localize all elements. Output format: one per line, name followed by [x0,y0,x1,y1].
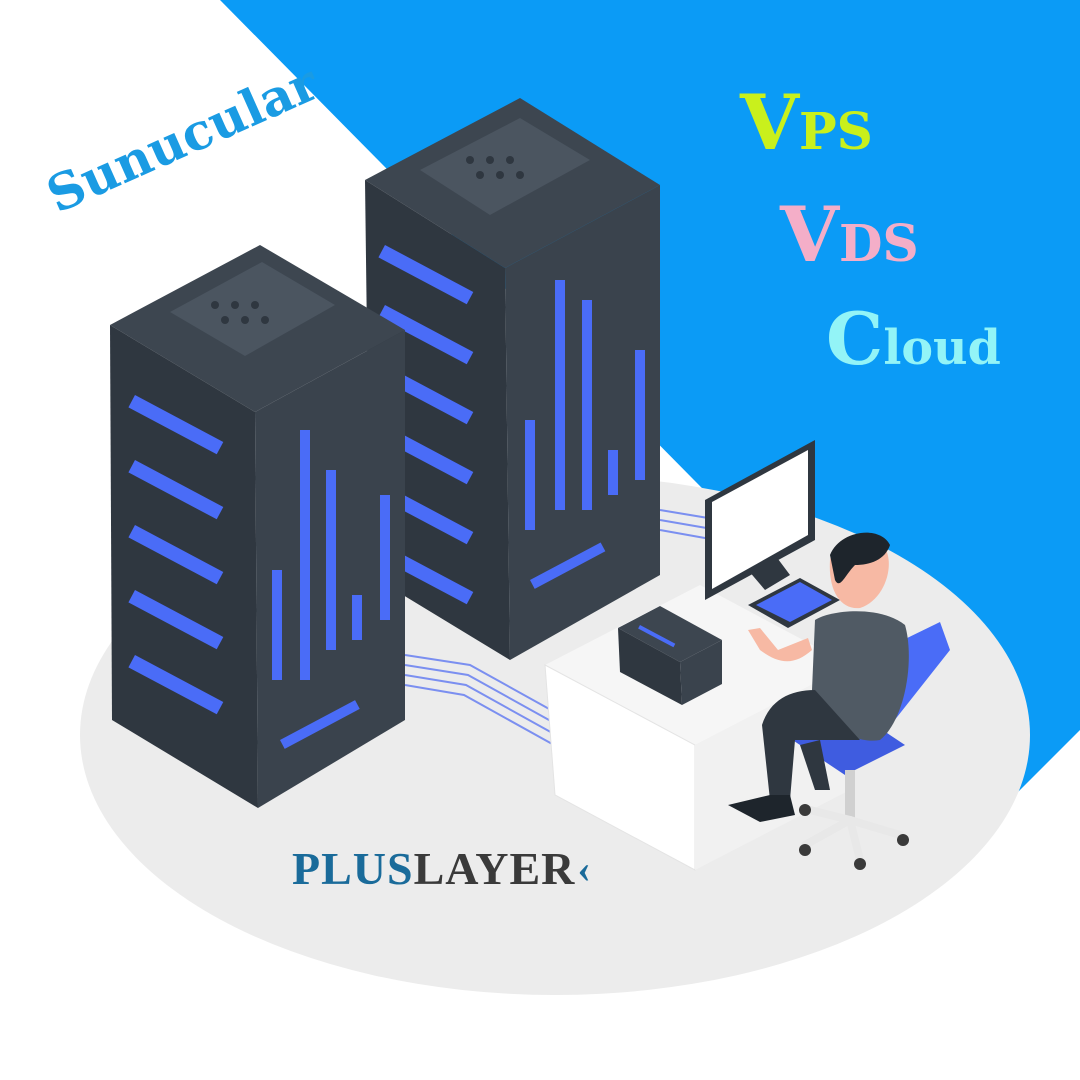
cloud-rest: loud [883,320,1001,376]
keyboard-icon [748,578,840,628]
vds-rest: DS [838,214,919,273]
brand-part-layer: LAYER [413,842,576,894]
person-icon [728,532,909,822]
cloud-initial: C [826,296,884,381]
vds-label: VDS [780,190,919,279]
vps-rest: PS [798,102,873,161]
server-rack-icon [110,245,405,808]
vps-initial: V [740,78,799,167]
computer-monitor-icon [705,440,815,600]
brand-part-plus: PLUS [292,842,414,894]
server-rack-icon [618,606,722,705]
server-rack-icon [365,98,660,660]
cloud-label: Cloud [826,296,1001,381]
vds-initial: V [780,190,839,279]
vps-label: VPS [740,78,873,167]
chevron-left-icon: ‹ [577,845,592,891]
